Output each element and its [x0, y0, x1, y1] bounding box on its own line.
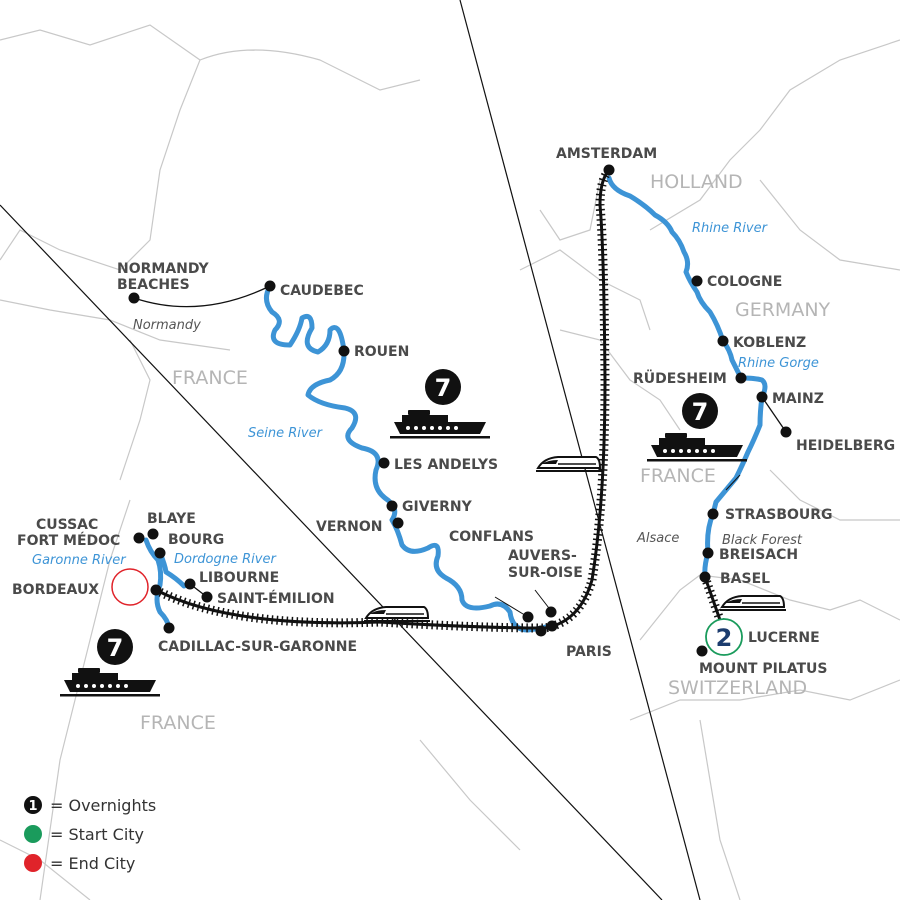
city-label: CONFLANS [449, 529, 534, 545]
legend-overnight-swatch [24, 796, 42, 814]
city-label: LUCERNE [748, 630, 820, 646]
overnight-badge-seine: 7 [425, 369, 461, 405]
city-label: BORDEAUX [12, 582, 99, 598]
country-label: FRANCE [140, 712, 216, 734]
train-icon [719, 595, 787, 611]
legend: 1 = Overnights = Start City = End City [24, 796, 156, 873]
city-label: LES ANDELYS [394, 457, 498, 473]
overnight-badge-rhine: 7 [682, 393, 718, 429]
city-label: BASEL [720, 571, 770, 587]
legend-start-swatch [24, 825, 42, 843]
start-city-marker-lucerne [705, 618, 743, 656]
rhine-river-route [606, 175, 768, 580]
country-label: FRANCE [172, 367, 248, 389]
city-label: STRASBOURG [725, 507, 833, 523]
city-label: BLAYE [147, 511, 196, 527]
seine-river-route [264, 283, 555, 633]
svg-text:1: 1 [28, 799, 37, 814]
legend-end-city: = End City [50, 854, 135, 873]
ship-icon [60, 668, 160, 697]
river-label: Garonne River [32, 553, 127, 568]
city-label: AMSTERDAM [556, 146, 657, 162]
svg-text:7: 7 [107, 634, 124, 662]
city-label: SUR-OISE [508, 565, 583, 581]
river-label: Rhine River [692, 221, 769, 236]
city-label: AUVERS- [508, 548, 577, 564]
country-label: GERMANY [735, 299, 831, 321]
city-label: VERNON [316, 519, 383, 535]
river-label: Seine River [248, 426, 324, 441]
legend-start-city: = Start City [50, 825, 144, 844]
city-label: BEACHES [117, 277, 190, 293]
region-label: Alsace [636, 531, 679, 546]
river-label: Dordogne River [174, 552, 277, 567]
city-label: MAINZ [772, 391, 824, 407]
region-label: Normandy [133, 318, 201, 333]
train-icon [535, 456, 603, 472]
country-borders [0, 24, 900, 900]
region-label: Black Forest [722, 533, 803, 548]
city-label: BREISACH [719, 547, 798, 563]
ship-icon [390, 410, 490, 439]
legend-overnights: = Overnights [50, 796, 156, 815]
train-icon [363, 606, 431, 622]
city-label: GIVERNY [402, 499, 473, 515]
country-label: HOLLAND [650, 171, 743, 193]
garonne-dordogne-route [143, 537, 193, 631]
section-divider-left [0, 204, 663, 900]
city-label: FORT MÉDOC [17, 532, 120, 549]
end-city-marker-bordeaux [111, 568, 149, 606]
city-markers [128, 164, 792, 657]
city-label: BOURG [168, 532, 224, 548]
city-label: COLOGNE [707, 274, 782, 290]
city-label: CADILLAC-SUR-GARONNE [158, 639, 357, 655]
city-label: RÜDESHEIM [633, 369, 727, 387]
river-label: Rhine Gorge [738, 356, 819, 371]
overnight-count-lucerne: 2 [716, 624, 733, 652]
city-label: CAUDEBEC [280, 283, 364, 299]
city-labels: NORMANDY BEACHES CAUDEBEC ROUEN LES ANDE… [12, 146, 895, 677]
city-label: PARIS [566, 644, 612, 660]
city-label: LIBOURNE [199, 570, 279, 586]
country-label: FRANCE [640, 465, 716, 487]
ship-icon [647, 433, 747, 462]
rail-routes [133, 166, 787, 633]
city-label: CUSSAC [36, 517, 98, 533]
city-label: NORMANDY [117, 261, 209, 277]
city-label: HEIDELBERG [796, 438, 895, 454]
overnight-badge-bordeaux: 7 [97, 629, 133, 665]
section-divider-right [459, 0, 701, 900]
city-label: ROUEN [354, 344, 409, 360]
city-label: KOBLENZ [733, 335, 806, 351]
country-label: SWITZERLAND [668, 677, 807, 699]
city-label: SAINT-ÉMILION [217, 590, 335, 607]
city-label: MOUNT PILATUS [699, 661, 827, 677]
svg-text:7: 7 [435, 374, 452, 402]
svg-text:7: 7 [692, 398, 709, 426]
legend-end-swatch [24, 854, 42, 872]
